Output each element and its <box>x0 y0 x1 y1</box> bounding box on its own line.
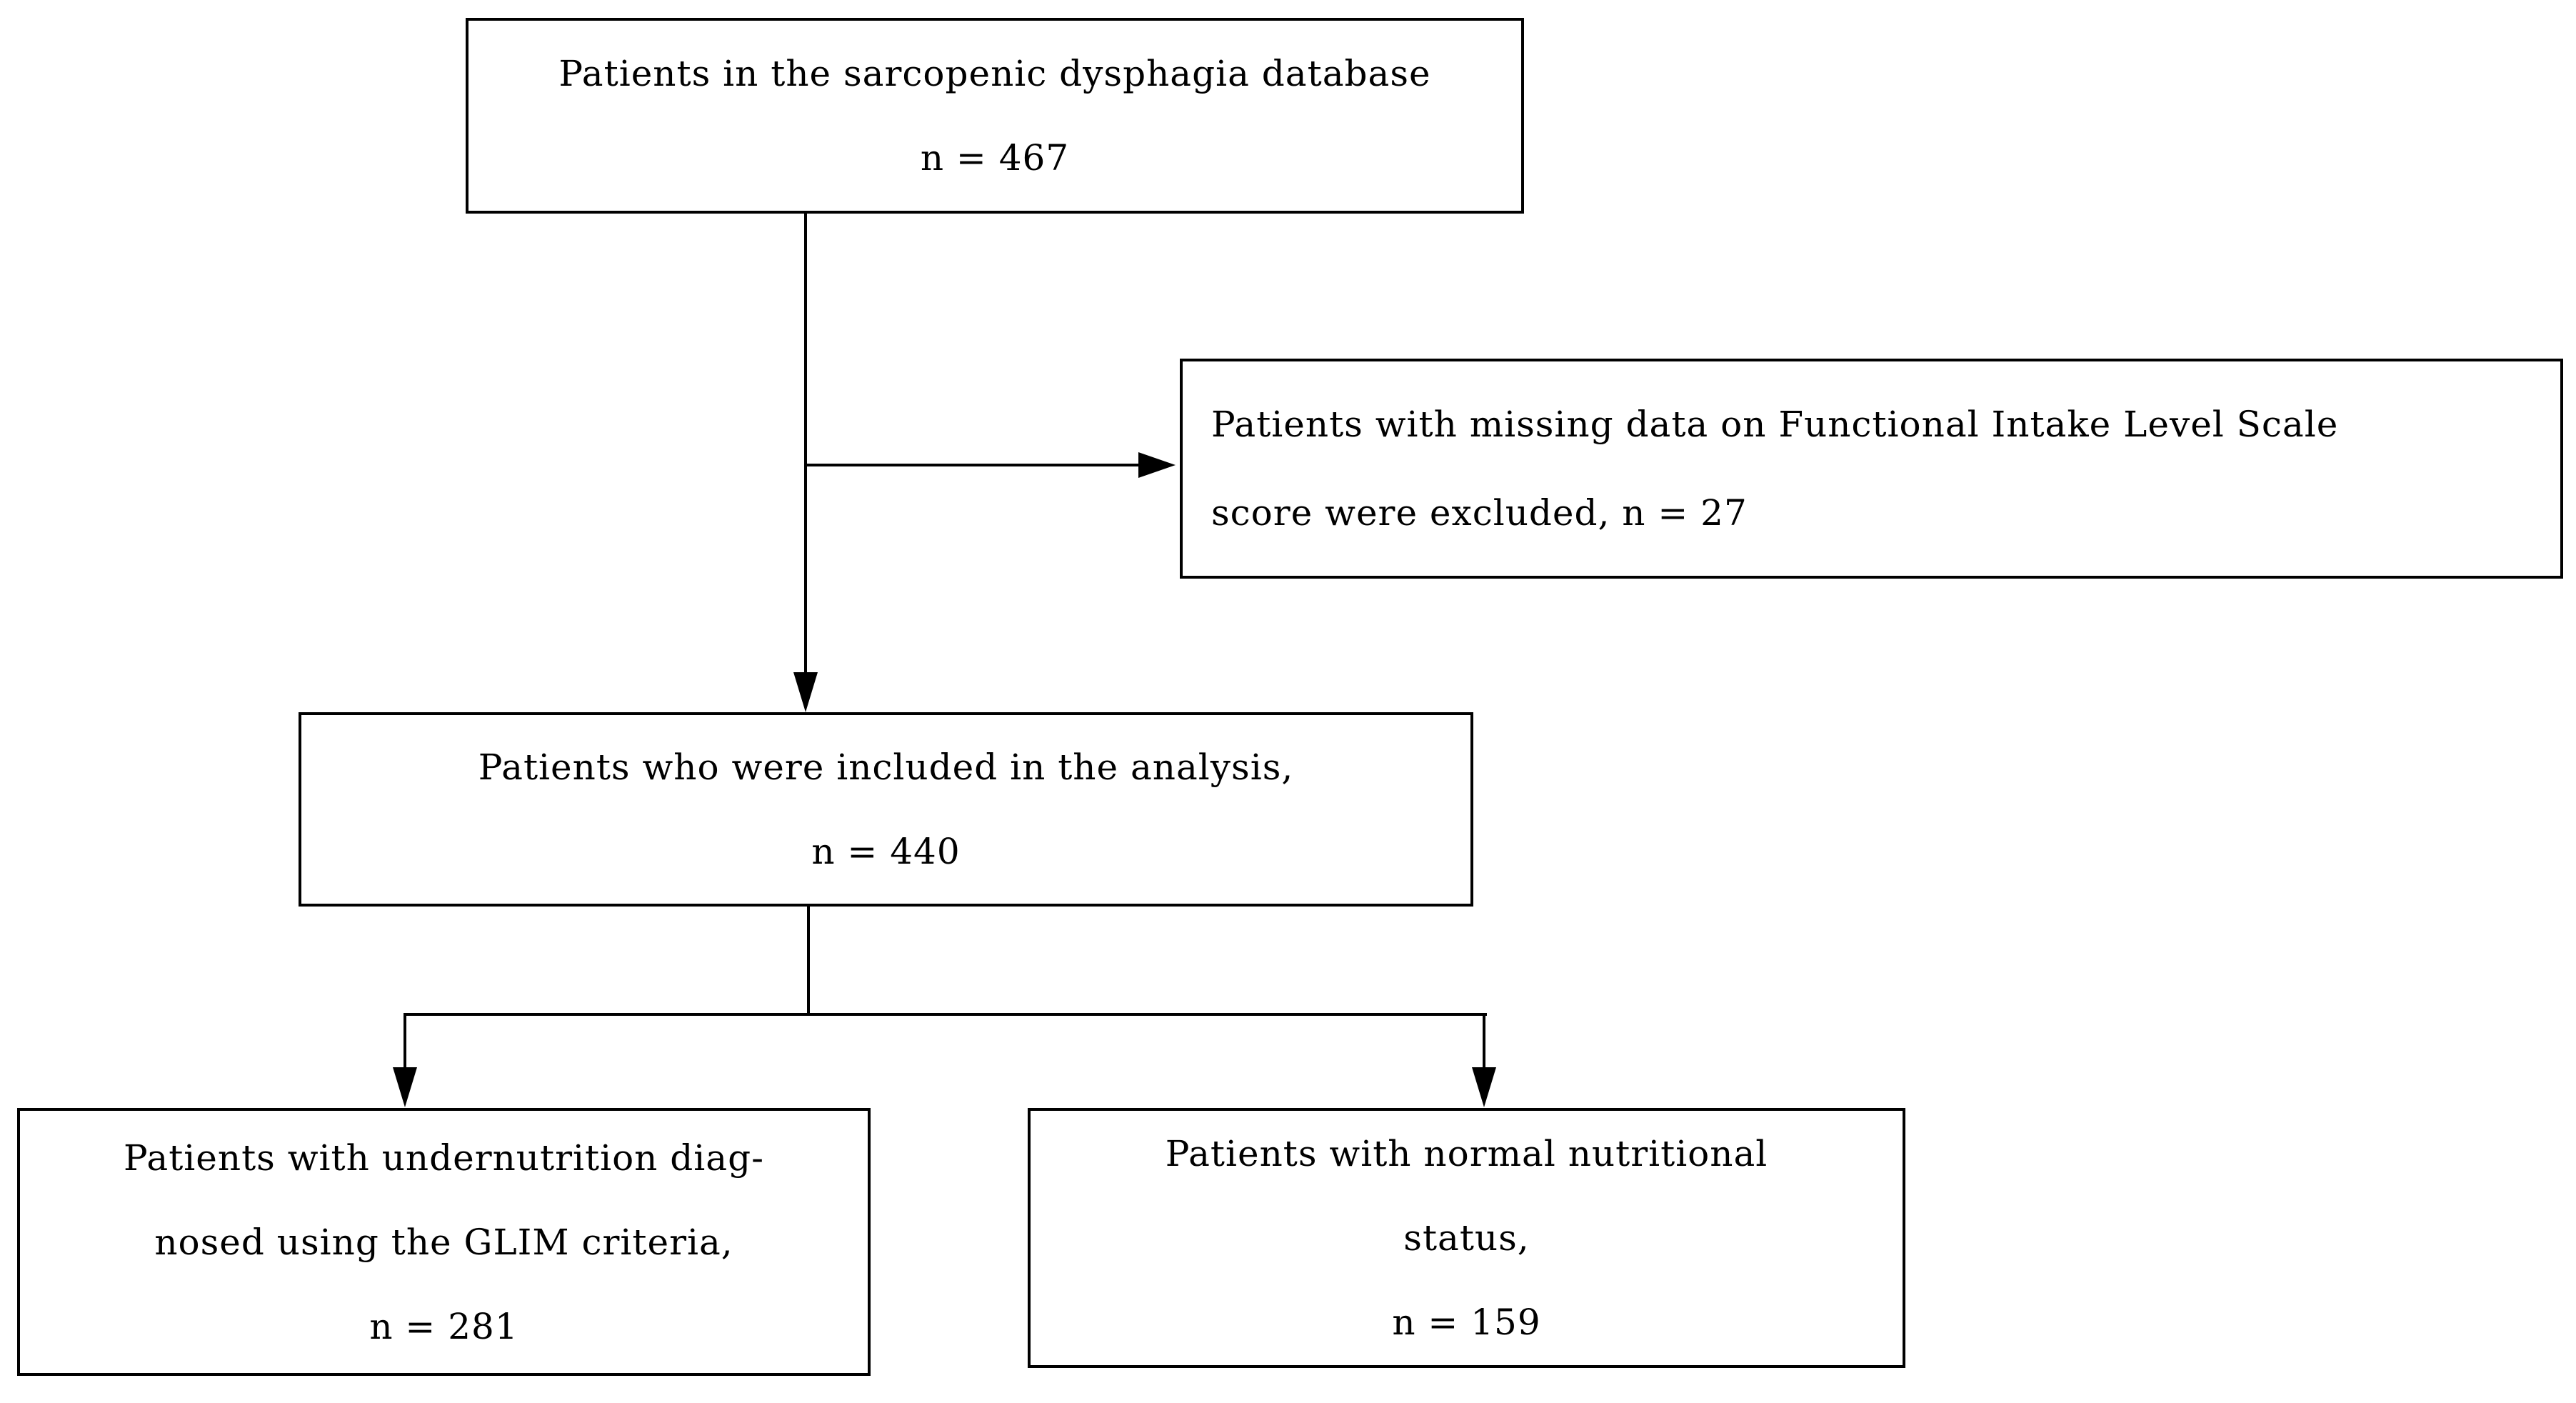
box-excluded: Patients with missing data on Functional… <box>1180 359 2563 579</box>
box-undernutrition-label-line1: Patients with undernutrition diag- <box>124 1137 764 1179</box>
arrowhead-down-undernutrition-icon <box>393 1067 417 1107</box>
box-undernutrition: Patients with undernutrition diag- nosed… <box>17 1108 871 1376</box>
box-database-count: n = 467 <box>920 137 1070 179</box>
connector-database-to-included <box>804 214 807 675</box>
connector-included-to-branch <box>807 907 810 1014</box>
box-undernutrition-label-line2: nosed using the GLIM criteria, <box>154 1221 733 1263</box>
box-normal-label-line1: Patients with normal nutritional <box>1165 1133 1768 1174</box>
box-normal: Patients with normal nutritional status,… <box>1028 1108 1905 1368</box>
box-database-label: Patients in the sarcopenic dysphagia dat… <box>558 53 1431 94</box>
connector-branch-undernutrition <box>404 1014 406 1070</box>
box-database: Patients in the sarcopenic dysphagia dat… <box>466 18 1524 214</box>
arrowhead-down-normal-icon <box>1472 1067 1496 1107</box>
connector-split-horizontal <box>404 1013 1487 1016</box>
box-undernutrition-count: n = 281 <box>369 1305 518 1347</box>
box-excluded-label-line1: Patients with missing data on Functional… <box>1211 404 2339 445</box>
box-included-label: Patients who were included in the analys… <box>478 747 1294 788</box>
arrowhead-right-excluded-icon <box>1138 452 1176 478</box>
box-included-count: n = 440 <box>811 831 961 872</box>
box-normal-label-line2: status, <box>1403 1217 1530 1259</box>
box-excluded-label-line2: score were excluded, n = 27 <box>1211 492 1748 534</box>
arrowhead-down-included-icon <box>793 672 818 712</box>
connector-branch-normal <box>1483 1014 1485 1070</box>
box-normal-count: n = 159 <box>1392 1302 1541 1343</box>
box-included: Patients who were included in the analys… <box>299 712 1473 907</box>
connector-branch-excluded <box>804 464 1140 466</box>
